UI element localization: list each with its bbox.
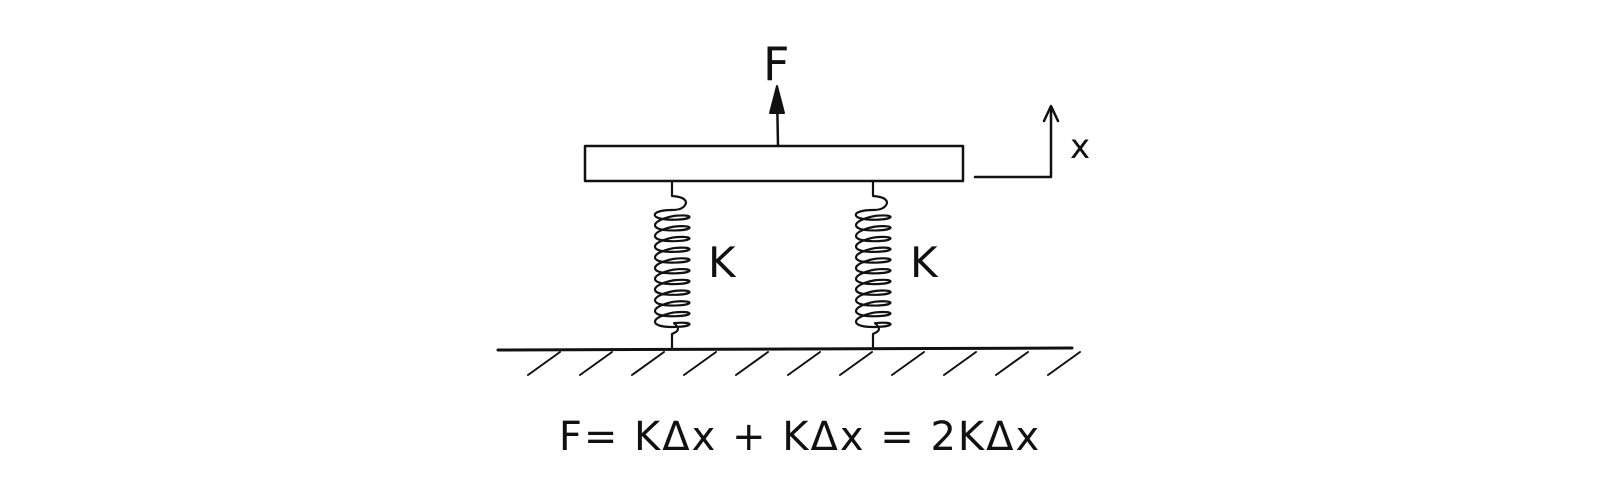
hatch-mark xyxy=(631,351,665,376)
hatch-mark xyxy=(943,351,977,376)
hatch-mark xyxy=(787,351,821,376)
displacement-indicator xyxy=(973,104,1060,179)
force-arrow xyxy=(769,85,785,147)
ground xyxy=(496,346,1081,376)
displacement-label: x xyxy=(1070,127,1090,167)
hatch-mark xyxy=(527,351,561,376)
hatch-mark xyxy=(839,351,873,376)
ground-hatching xyxy=(527,351,1081,376)
displacement-axis xyxy=(973,107,1053,179)
displacement-arrowhead-icon xyxy=(1042,104,1060,123)
hatch-mark xyxy=(579,351,613,376)
spring-coil xyxy=(653,179,691,351)
force-arrowhead-icon xyxy=(769,85,785,114)
spring-left-label: K xyxy=(708,238,737,287)
hatch-mark xyxy=(683,351,717,376)
spring-left xyxy=(653,179,691,351)
hatch-mark xyxy=(1047,351,1081,376)
force-label: F xyxy=(763,37,789,91)
spring-right xyxy=(854,179,892,351)
hatch-mark xyxy=(735,351,769,376)
rigid-beam xyxy=(583,144,965,183)
ground-line xyxy=(496,346,1074,352)
spring-coil xyxy=(854,179,892,351)
spring-right-label: K xyxy=(910,238,939,287)
equilibrium-equation: F= KΔx + KΔx = 2KΔx xyxy=(559,414,1041,460)
hatch-mark xyxy=(891,351,925,376)
hatch-mark xyxy=(995,351,1029,376)
